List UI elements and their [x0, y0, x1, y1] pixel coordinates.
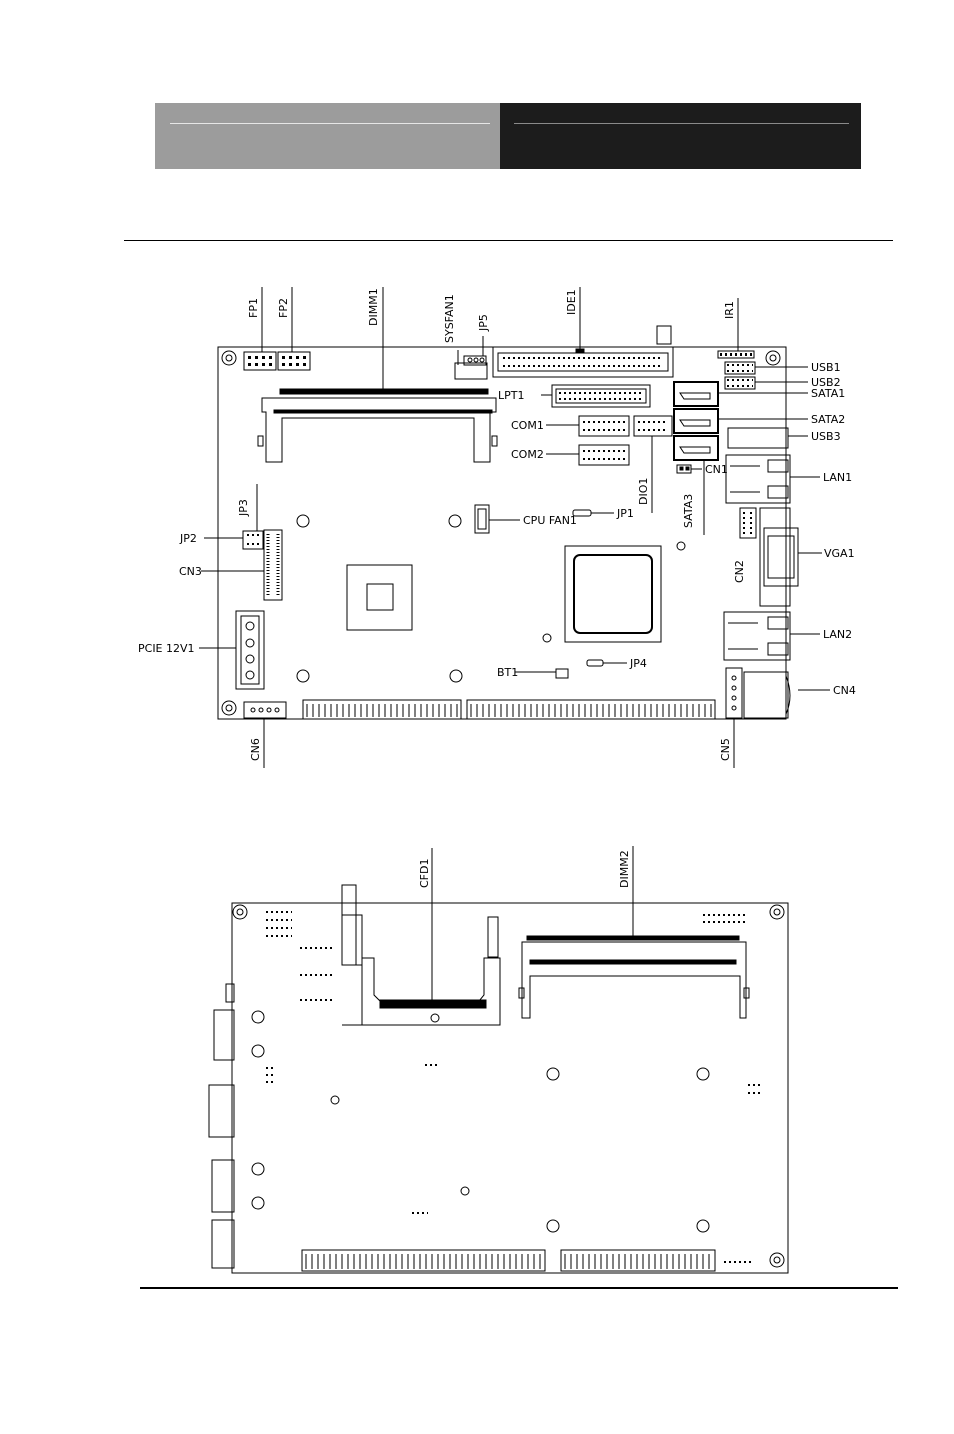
mount-hole — [765, 350, 781, 366]
cn3-connector — [263, 529, 283, 601]
label-lan2: LAN2 — [823, 628, 852, 641]
dimm1-socket — [261, 397, 497, 463]
bottom-board — [208, 846, 789, 1274]
label-usb1: USB1 — [811, 361, 841, 374]
label-jp3: JP3 — [237, 499, 250, 517]
label-bt1: BT1 — [497, 666, 518, 679]
fp1-header — [243, 351, 277, 371]
lan2-connector — [723, 611, 791, 661]
header-rule-right — [514, 123, 849, 124]
sata3-connector — [673, 435, 719, 461]
mount-hole — [221, 350, 237, 366]
label-sata1: SATA1 — [811, 387, 845, 400]
dimm1-contacts — [279, 388, 489, 395]
cfd1-socket — [341, 884, 501, 1026]
ide1-latch — [656, 325, 672, 345]
label-ir1: IR1 — [723, 301, 736, 319]
label-jp2: JP2 — [179, 532, 197, 545]
cpu-fan1-connector — [474, 504, 490, 534]
label-sata3: SATA3 — [682, 494, 695, 528]
label-fp1: FP1 — [247, 298, 260, 318]
top-board-outline — [217, 346, 787, 720]
label-usb2: USB2 — [811, 376, 841, 389]
jp5-jumper — [463, 355, 487, 366]
fp2-header — [277, 351, 311, 371]
label-cn3: CN3 — [179, 565, 202, 578]
usb2-header — [724, 376, 756, 390]
label-com2: COM2 — [511, 448, 544, 461]
header-bar-left — [155, 103, 500, 169]
label-sata2: SATA2 — [811, 413, 845, 426]
cn4-connector — [743, 671, 791, 719]
label-dio1: DIO1 — [637, 478, 650, 505]
vga1-connector — [759, 507, 799, 607]
top-rule — [124, 240, 893, 241]
sata1-connector — [673, 381, 719, 407]
label-com1: COM1 — [511, 419, 544, 432]
usb1-header — [724, 361, 756, 375]
label-cn2: CN2 — [733, 560, 746, 583]
ide1-connector — [492, 346, 674, 378]
header-rule-left — [170, 123, 490, 124]
cn6-connector — [243, 701, 287, 719]
label-ide1: IDE1 — [565, 289, 578, 315]
label-fp2: FP2 — [277, 298, 290, 318]
chipset — [346, 564, 413, 631]
usb3-connector — [727, 427, 789, 449]
header-bar-right — [500, 103, 861, 169]
label-usb3: USB3 — [811, 430, 841, 443]
label-jp1: JP1 — [616, 507, 634, 520]
label-cfd1: CFD1 — [418, 859, 431, 888]
jp2-jumper — [242, 530, 264, 550]
pcie-12v1-connector — [235, 610, 265, 690]
label-jp4: JP4 — [629, 657, 647, 670]
mount-hole — [221, 700, 237, 716]
label-cn4: CN4 — [833, 684, 856, 697]
cn2-header — [739, 507, 757, 539]
label-vga1: VGA1 — [824, 547, 855, 560]
com1-connector — [578, 415, 630, 437]
lpt1-connector — [551, 384, 651, 408]
bottom-rule — [140, 1287, 898, 1289]
edge-connector-left — [302, 699, 462, 720]
dio1-connector — [633, 415, 673, 437]
label-cn5: CN5 — [719, 738, 732, 761]
sysfan1-connector — [454, 362, 488, 380]
cpu — [564, 545, 662, 643]
ir1-header — [717, 350, 755, 359]
sata2-connector — [673, 408, 719, 434]
label-lpt1: LPT1 — [498, 389, 524, 402]
top-board — [199, 287, 830, 768]
jp4-jumper — [586, 659, 604, 667]
label-lan1: LAN1 — [823, 471, 852, 484]
label-dimm2: DIMM2 — [618, 850, 631, 888]
edge-connector-right — [466, 699, 716, 720]
label-cn6: CN6 — [249, 738, 262, 761]
leader-lines — [199, 287, 830, 768]
bt1-battery — [555, 668, 569, 679]
bottom-board-outline — [231, 902, 789, 1274]
label-sysfan1: SYSFAN1 — [443, 294, 456, 343]
lan1-connector — [725, 454, 791, 504]
label-jp5: JP5 — [477, 314, 490, 332]
label-cpu-fan1: CPU FAN1 — [523, 514, 577, 527]
label-cn1: CN1 — [705, 463, 728, 476]
label-pcie-12v1: PCIE 12V1 — [138, 642, 195, 655]
com2-connector — [578, 444, 630, 466]
dimm2-socket — [521, 941, 747, 1019]
label-dimm1: DIMM1 — [367, 288, 380, 326]
